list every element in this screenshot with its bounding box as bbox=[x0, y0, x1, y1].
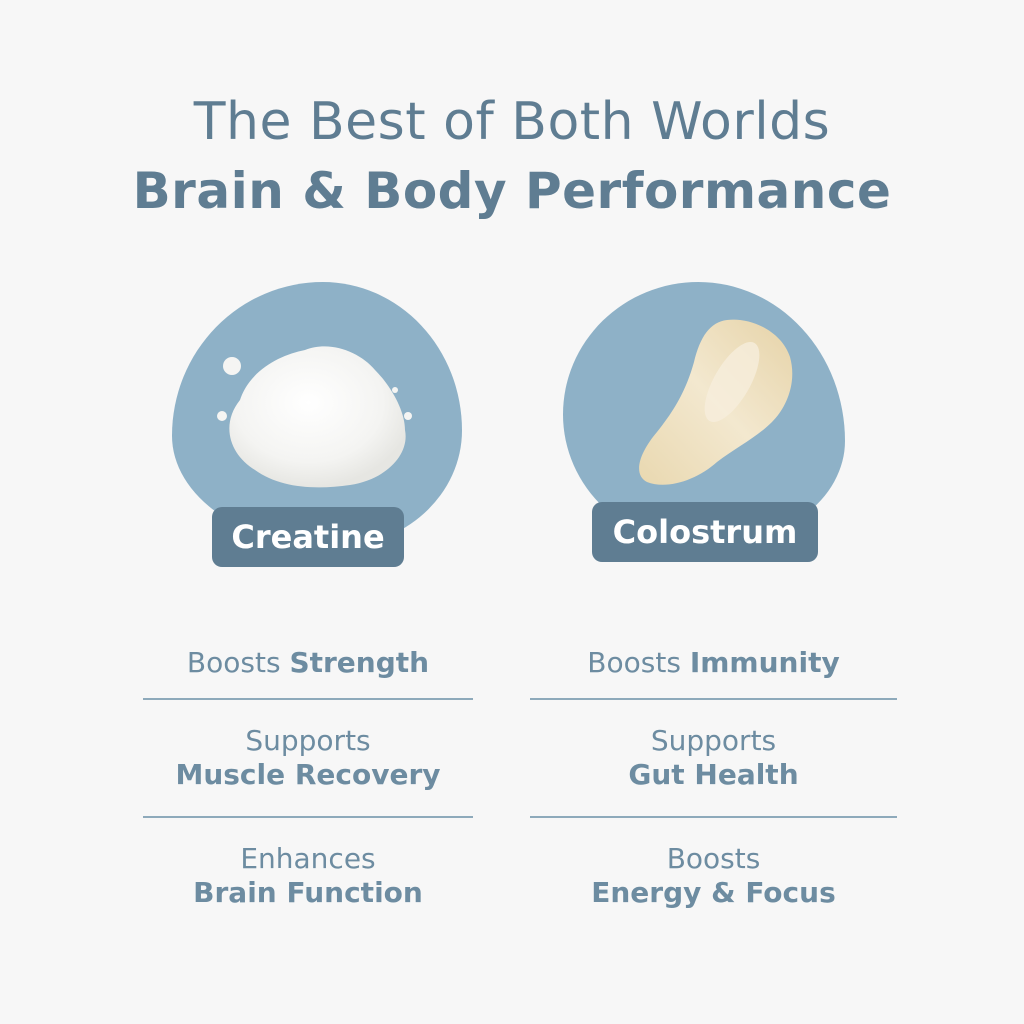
benefit-prefix: Supports bbox=[650, 724, 777, 757]
divider bbox=[143, 698, 473, 700]
benefit-item: Supports Gut Health bbox=[530, 700, 897, 816]
benefit-highlight: Strength bbox=[289, 646, 430, 679]
benefit-item: Enhances Brain Function bbox=[143, 818, 473, 934]
benefit-highlight: Energy & Focus bbox=[591, 876, 836, 909]
benefit-item: Boosts Immunity bbox=[530, 628, 897, 698]
creatine-benefits-list: Boosts Strength Supports Muscle Recovery… bbox=[143, 628, 473, 934]
benefit-highlight: Muscle Recovery bbox=[175, 758, 441, 791]
divider bbox=[143, 816, 473, 818]
title-line-1: The Best of Both Worlds bbox=[193, 92, 831, 152]
benefit-prefix: Boosts bbox=[186, 646, 281, 679]
benefit-highlight: Immunity bbox=[689, 646, 840, 679]
benefit-highlight: Gut Health bbox=[628, 758, 799, 791]
benefit-item: Boosts Energy & Focus bbox=[530, 818, 897, 934]
benefit-highlight: Brain Function bbox=[193, 876, 423, 909]
title-line-2: Brain & Body Performance bbox=[132, 162, 892, 220]
benefit-item: Boosts Strength bbox=[143, 628, 473, 698]
colostrum-powder-image bbox=[639, 319, 793, 485]
benefit-prefix: Boosts bbox=[666, 842, 761, 875]
benefit-prefix: Enhances bbox=[240, 842, 376, 875]
benefit-item: Supports Muscle Recovery bbox=[143, 700, 473, 816]
divider bbox=[530, 816, 897, 818]
colostrum-label: Colostrum bbox=[592, 502, 818, 562]
creatine-label: Creatine bbox=[212, 507, 404, 567]
colostrum-benefits-list: Boosts Immunity Supports Gut Health Boos… bbox=[530, 628, 897, 934]
divider bbox=[530, 698, 897, 700]
benefit-prefix: Supports bbox=[245, 724, 371, 757]
benefit-prefix: Boosts bbox=[587, 646, 681, 679]
creatine-powder-image bbox=[217, 346, 412, 488]
